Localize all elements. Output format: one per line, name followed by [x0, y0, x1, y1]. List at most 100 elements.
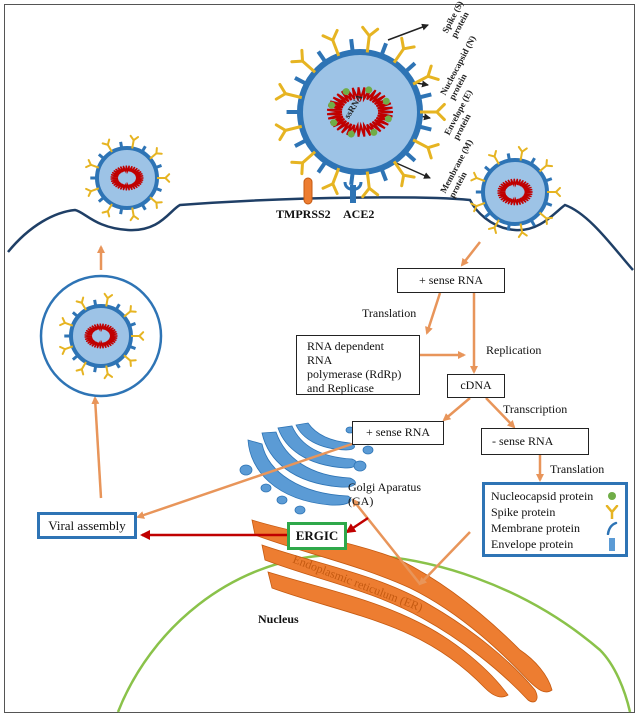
spike-protein [274, 123, 303, 142]
rna-strand [497, 178, 533, 206]
virion-main [274, 25, 446, 199]
spike-protein [321, 28, 341, 57]
envelope-protein [93, 299, 98, 307]
spike-protein [131, 331, 145, 341]
spike-protein [59, 317, 74, 327]
spike-protein [488, 150, 500, 165]
envelope-protein [379, 167, 388, 182]
nucleocapsid-protein [384, 115, 392, 123]
envelope-protein [544, 177, 553, 183]
spike-protein [488, 219, 500, 234]
virion-entering [85, 134, 171, 222]
envelope-protein [154, 186, 163, 192]
spike-protein [290, 48, 317, 74]
spike-protein [361, 25, 380, 53]
spike-protein [538, 211, 554, 226]
ace2-label: ACE2 [343, 207, 375, 221]
spike-protein [85, 187, 100, 197]
envelope-protein [506, 223, 511, 231]
nucleocapsid-protein [328, 101, 336, 109]
nucleus-label: Nucleus [258, 612, 299, 626]
spike-protein [149, 196, 163, 210]
spike-protein [412, 138, 440, 160]
legend-item-envelope: Envelope protein [491, 536, 619, 552]
spike-protein [129, 134, 140, 149]
spike-protein [538, 158, 554, 173]
envelope-protein [119, 141, 124, 149]
envelope-protein [93, 365, 98, 373]
rna-strand [110, 165, 144, 191]
spike-protein [123, 304, 137, 318]
spike-protein [129, 207, 140, 222]
ergic-box: ERGIC [287, 522, 347, 550]
tmprss2-label: TMPRSS2 [276, 207, 331, 221]
spike-protein [392, 160, 416, 188]
membrane-hook-icon [606, 521, 618, 535]
envelope-protein [544, 201, 553, 207]
endoplasmic-reticulum [251, 519, 553, 703]
minus-sense-rna-box: - sense RNA [481, 428, 589, 455]
nucleocapsid-protein [382, 97, 390, 105]
envelope-protein [97, 153, 105, 160]
envelope-protein [140, 203, 147, 211]
rna-strand [84, 323, 118, 349]
replication-label: Replication [486, 343, 542, 357]
legend-item-nucleocapsid: Nucleocapsid protein [491, 488, 619, 504]
envelope-protein [403, 150, 417, 163]
golgi-apparatus [239, 422, 374, 515]
spike-protein [149, 146, 163, 160]
spike-protein [392, 36, 416, 64]
envelope-protein [529, 218, 536, 227]
translation-label-2: Translation [550, 462, 605, 476]
plus-sense-rna-box: + sense RNA [397, 268, 505, 293]
spike-protein [321, 167, 341, 196]
envelope-protein [128, 344, 137, 350]
envelope-protein [417, 92, 432, 100]
envelope-protein [506, 153, 511, 161]
virion-budding [470, 145, 561, 239]
cell-membrane [7, 196, 634, 271]
envelope-protein [484, 211, 492, 219]
envelope-protein [316, 160, 328, 174]
nucleocapsid-protein [365, 86, 373, 94]
envelope-protein [97, 196, 105, 203]
ergic-arrows [140, 516, 369, 540]
envelope-protein [154, 164, 163, 170]
legend-item-spike: Spike protein [491, 504, 619, 520]
spike-protein [75, 296, 87, 311]
spike-protein [103, 365, 114, 380]
green-dot-icon [608, 492, 616, 500]
tmprss2-receptor [303, 177, 313, 205]
nucleocapsid-protein [347, 130, 355, 138]
spike-protein [157, 173, 171, 183]
spike-protein [101, 138, 113, 153]
spike-protein [123, 354, 137, 368]
envelope-protein [294, 138, 308, 148]
nucleocapsid-protein [330, 119, 338, 127]
spike-y-icon [605, 505, 619, 519]
envelope-protein [349, 171, 355, 186]
nucleocapsid-protein [370, 128, 378, 136]
nucleus-membrane [116, 553, 632, 713]
spike-protein [75, 361, 87, 376]
legend-item-membrane: Membrane protein [491, 520, 619, 536]
envelope-protein [484, 165, 492, 173]
envelope-protein [114, 303, 121, 311]
spike-protein [361, 171, 380, 199]
envelope-protein [379, 42, 388, 57]
envelope-protein [349, 38, 355, 53]
pathway-arrows [91, 241, 544, 586]
spike-protein [517, 223, 528, 239]
spike-protein [547, 186, 561, 198]
nucleocapsid-protein [342, 88, 350, 96]
envelope-protein [71, 354, 79, 361]
envelope-protein [119, 207, 124, 215]
envelope-protein [140, 145, 147, 153]
spike-protein [470, 202, 486, 213]
figure-frame [4, 4, 635, 713]
envelope-bar-icon [609, 538, 615, 551]
spike-protein [101, 203, 113, 218]
spike-protein [517, 145, 528, 161]
